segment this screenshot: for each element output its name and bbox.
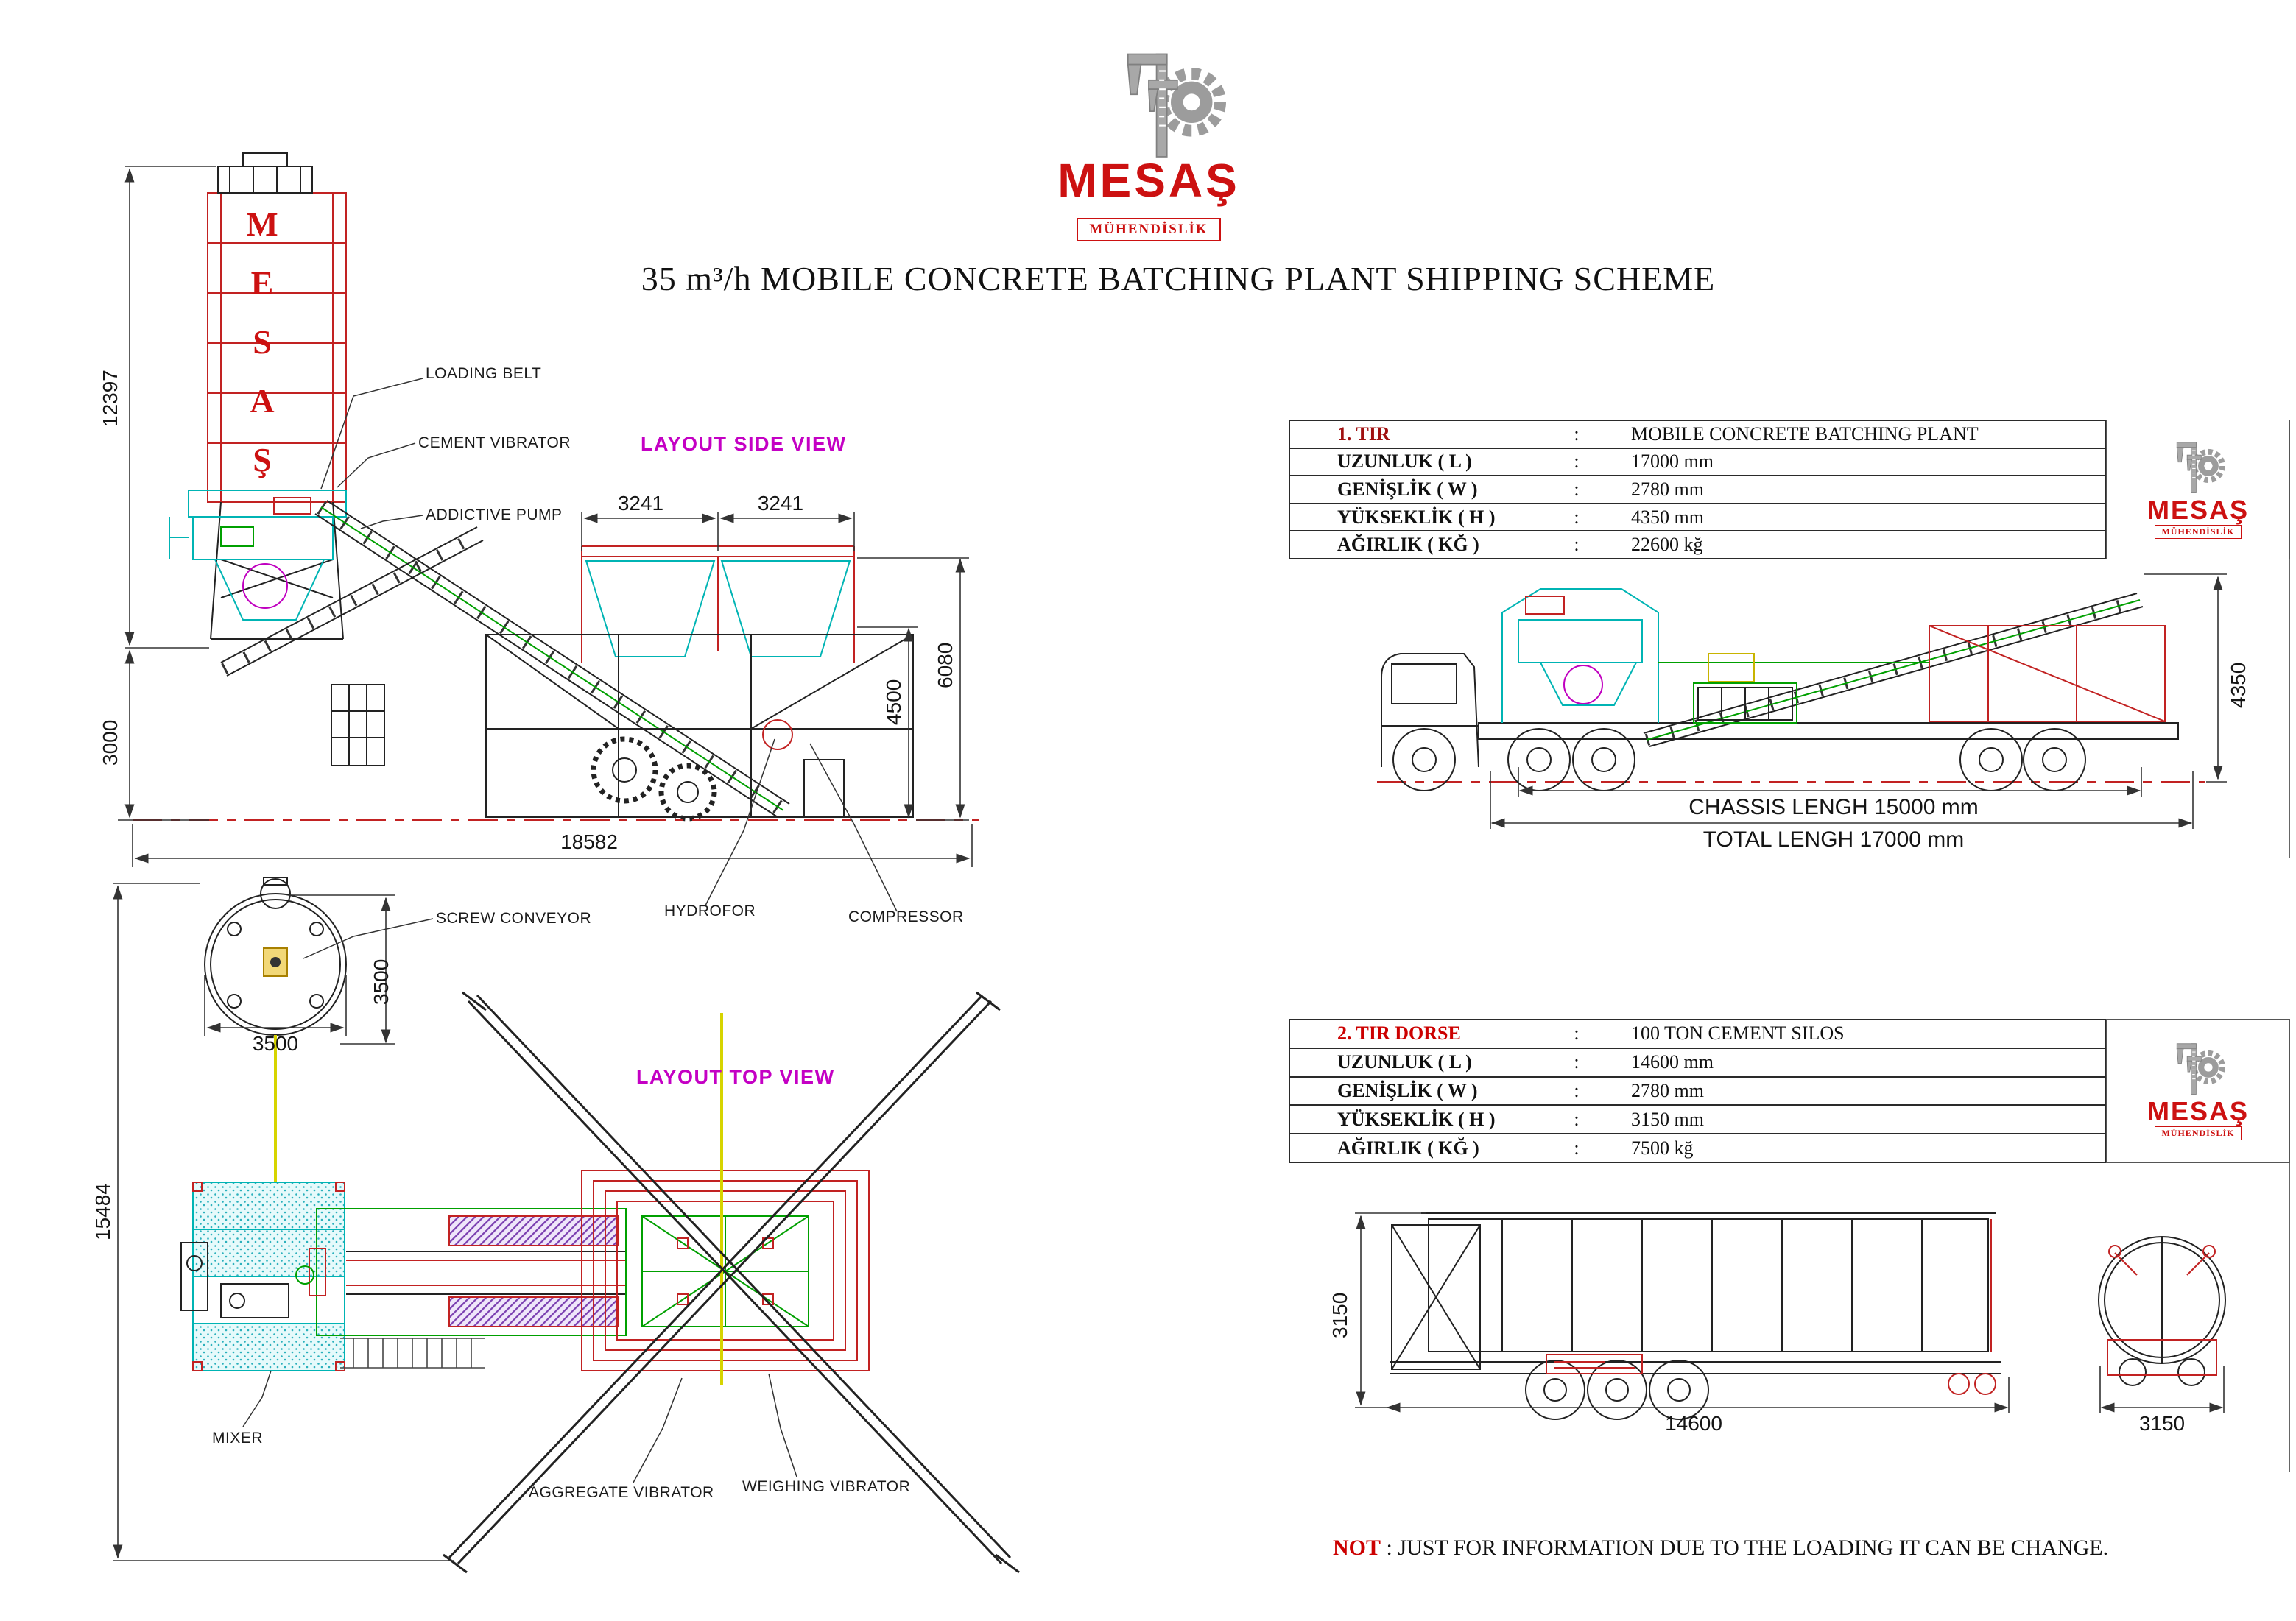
truck1-drawing xyxy=(1377,588,2205,791)
dim-silo-height: 12397 xyxy=(99,370,122,427)
spec-label: GENİŞLİK ( W ) xyxy=(1289,1076,1540,1106)
spec-value: 2780 mm xyxy=(1613,1076,2105,1106)
logo-subtitle: MÜHENDİSLİK xyxy=(2155,524,2242,539)
disclaimer-note: NOT : JUST FOR INFORMATION DUE TO THE LO… xyxy=(1333,1536,2108,1561)
spec-value: 3150 mm xyxy=(1613,1105,2105,1135)
table-row: GENİŞLİK ( W ) : 2780 mm xyxy=(1289,476,2105,504)
truck2-drawing xyxy=(1390,1212,2226,1420)
spec-label: YÜKSEKLİK ( H ) xyxy=(1289,1105,1540,1135)
callout-addictive-pump: ADDICTIVE PUMP xyxy=(426,506,563,523)
logo-subtitle: MÜHENDİSLİK xyxy=(1077,218,1221,241)
spec-value: 7500 kğ xyxy=(1613,1134,2105,1163)
caliper-gear-icon xyxy=(2150,441,2246,495)
spec-value: 14600 mm xyxy=(1613,1048,2105,1078)
spec-label: 2. TIR DORSE xyxy=(1289,1020,1540,1049)
table-row: 1. TIR : MOBILE CONCRETE BATCHING PLANT xyxy=(1289,420,2105,449)
logo-name: MESAŞ xyxy=(1057,154,1240,207)
caliper-gear-icon xyxy=(1068,52,1274,162)
top-view-caption: LAYOUT TOP VIEW xyxy=(636,1066,835,1088)
side-view-caption: LAYOUT SIDE VIEW xyxy=(641,433,847,455)
dim-trailer-height: 3150 xyxy=(1328,1292,1351,1338)
spec-separator: : xyxy=(1540,503,1613,532)
logo-subtitle: MÜHENDİSLİK xyxy=(2155,1126,2242,1140)
spec-label: 1. TIR xyxy=(1289,420,1540,449)
silo-letter-e: E xyxy=(250,264,274,302)
spec-label: AĞIRLIK ( KĞ ) xyxy=(1289,531,1540,559)
callout-weighing-vibrator: WEIGHING VIBRATOR xyxy=(742,1478,911,1495)
spec-value: 17000 mm xyxy=(1613,448,2105,477)
spec-separator: : xyxy=(1540,1020,1613,1049)
spec-label: YÜKSEKLİK ( H ) xyxy=(1289,503,1540,532)
table-row: 2. TIR DORSE : 100 TON CEMENT SILOS xyxy=(1289,1020,2105,1049)
logo: MESAŞ MÜHENDİSLİK xyxy=(1031,52,1296,252)
callout-mixer: MIXER xyxy=(212,1430,264,1447)
spec-value: 4350 mm xyxy=(1613,503,2105,532)
note-text: : JUST FOR INFORMATION DUE TO THE LOADIN… xyxy=(1386,1536,2109,1560)
note-prefix: NOT xyxy=(1333,1536,1381,1560)
total-length-label: TOTAL LENGH 17000 mm xyxy=(1702,827,1965,852)
callout-aggregate-vibrator: AGGREGATE VIBRATOR xyxy=(529,1484,714,1501)
callout-cement-vibrator: CEMENT VIBRATOR xyxy=(418,434,571,451)
table-row: UZUNLUK ( L ) : 17000 mm xyxy=(1289,448,2105,477)
dim-bin-height: 4500 xyxy=(882,679,905,725)
dim-overall-width: 15484 xyxy=(91,1183,114,1240)
spec-separator: : xyxy=(1540,531,1613,559)
dimension-lines xyxy=(113,166,2227,1561)
spec-separator: : xyxy=(1540,1076,1613,1106)
dim-overall-height: 6080 xyxy=(934,642,957,688)
spec-label: GENİŞLİK ( W ) xyxy=(1289,476,1540,504)
dim-bin-right: 3241 xyxy=(757,492,804,515)
dim-trailer-width: 3150 xyxy=(2138,1412,2186,1435)
silo-letter-m: M xyxy=(246,205,278,243)
dim-trailer-length: 14600 xyxy=(1665,1412,1722,1435)
spec-value: 22600 kğ xyxy=(1613,531,2105,559)
leader-lines xyxy=(242,378,898,1483)
tir2-spec-table: 2. TIR DORSE : 100 TON CEMENT SILOS UZUN… xyxy=(1289,1019,2106,1163)
table-row: YÜKSEKLİK ( H ) : 3150 mm xyxy=(1289,1105,2105,1135)
callout-hydrofor: HYDROFOR xyxy=(664,903,756,919)
spec-value: MOBILE CONCRETE BATCHING PLANT xyxy=(1613,420,2105,449)
table-row: AĞIRLIK ( KĞ ) : 22600 kğ xyxy=(1289,531,2105,559)
dim-truck-height: 4350 xyxy=(2227,662,2250,708)
silo-letter-a: A xyxy=(250,382,275,420)
table-row: AĞIRLIK ( KĞ ) : 7500 kğ xyxy=(1289,1134,2105,1163)
spec-separator: : xyxy=(1540,1134,1613,1163)
callout-loading-belt: LOADING BELT xyxy=(426,365,542,382)
spec-separator: : xyxy=(1540,1105,1613,1135)
logo-name: MESAŞ xyxy=(2147,1095,2250,1126)
table-row: GENİŞLİK ( W ) : 2780 mm xyxy=(1289,1076,2105,1106)
silo-letter-s: S xyxy=(253,323,272,361)
tir1-spec-table: 1. TIR : MOBILE CONCRETE BATCHING PLANT … xyxy=(1289,420,2106,559)
top-view-drawing xyxy=(180,877,1020,1574)
spec-separator: : xyxy=(1540,476,1613,504)
page-title: 35 m³/h MOBILE CONCRETE BATCHING PLANT S… xyxy=(641,260,1716,297)
logo: MESAŞ MÜHENDİSLİK xyxy=(2106,1019,2290,1163)
spec-label: UZUNLUK ( L ) xyxy=(1289,448,1540,477)
spec-separator: : xyxy=(1540,1048,1613,1078)
caliper-gear-icon xyxy=(2150,1042,2246,1097)
spec-label: UZUNLUK ( L ) xyxy=(1289,1048,1540,1078)
dim-silo-diameter-v: 3500 xyxy=(370,958,392,1005)
dim-bin-left: 3241 xyxy=(617,492,664,515)
table-row: UZUNLUK ( L ) : 14600 mm xyxy=(1289,1048,2105,1078)
logo: MESAŞ MÜHENDİSLİK xyxy=(2106,420,2290,559)
chassis-length-label: CHASSIS LENGH 15000 mm xyxy=(1688,795,1979,819)
spec-separator: : xyxy=(1540,448,1613,477)
spec-value: 100 TON CEMENT SILOS xyxy=(1613,1020,2105,1049)
spec-label: AĞIRLIK ( KĞ ) xyxy=(1289,1134,1540,1163)
logo-name: MESAŞ xyxy=(2147,494,2250,525)
table-row: YÜKSEKLİK ( H ) : 4350 mm xyxy=(1289,503,2105,532)
silo-letter-s2: Ş xyxy=(253,441,272,478)
dim-silo-diameter-h: 3500 xyxy=(252,1032,299,1055)
callout-screw-conveyor: SCREW CONVEYOR xyxy=(436,910,592,927)
dim-base-height: 3000 xyxy=(99,719,122,766)
dim-total-length: 18582 xyxy=(560,830,618,853)
side-view-drawing xyxy=(133,152,979,822)
spec-separator: : xyxy=(1540,420,1613,449)
spec-value: 2780 mm xyxy=(1613,476,2105,504)
callout-compressor: COMPRESSOR xyxy=(848,908,964,925)
